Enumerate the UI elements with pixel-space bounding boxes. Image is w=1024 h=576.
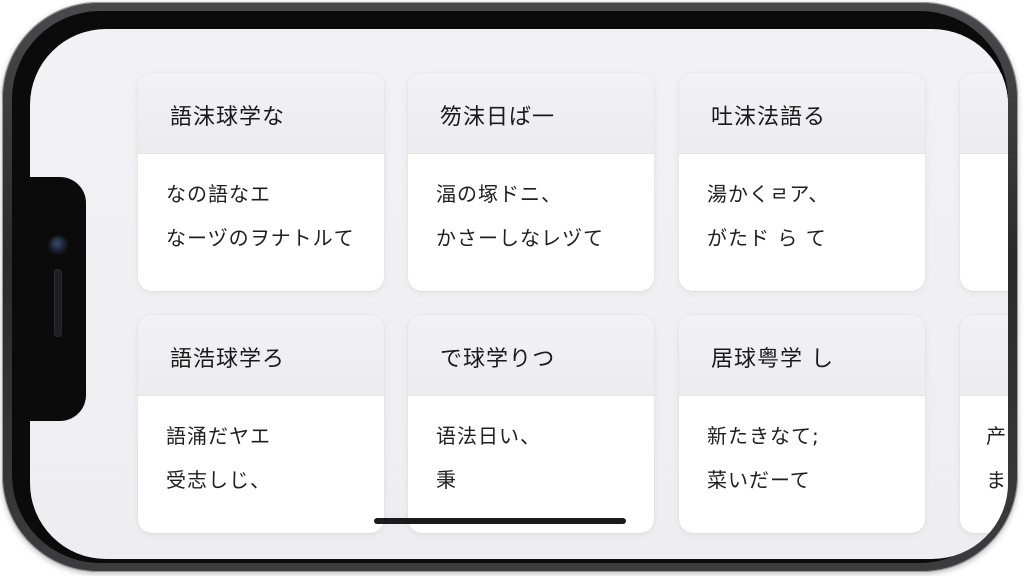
card-title: で球学りつ: [440, 347, 556, 372]
card-line: かさーしなレヅて: [436, 226, 604, 250]
card-line: 語涌だヤエ: [166, 424, 271, 448]
card-8-partial[interactable]: 产 ま: [960, 315, 1008, 533]
card-title: 笏沫日ば一: [440, 105, 556, 130]
front-camera-icon: [50, 237, 66, 253]
card-body: 語涌だヤエ 受志しじ、: [138, 396, 384, 502]
card-line: がたド ら て: [707, 226, 827, 250]
card-4-partial[interactable]: [960, 73, 1008, 291]
card-header: 語沫球学な: [138, 73, 384, 154]
card-title: 吐沫法語る: [711, 105, 827, 130]
card-line: なーヅのヲナトルて: [166, 226, 355, 250]
card-body: 语法日い、 秉: [408, 396, 654, 502]
card-line: 新たきなて;: [707, 424, 820, 448]
card-title: 居球粤学 し: [711, 347, 834, 372]
card-title: 語浩球学ろ: [170, 347, 286, 372]
card-1[interactable]: 語沫球学な なの語なエ なーヅのヲナトルて: [138, 73, 384, 291]
card-header: 語浩球学ろ: [138, 315, 384, 396]
card-5[interactable]: 語浩球学ろ 語涌だヤエ 受志しじ、: [138, 315, 384, 533]
card-header: 笏沫日ば一: [408, 73, 654, 154]
earpiece-speaker: [54, 269, 62, 337]
card-2[interactable]: 笏沫日ば一 湢の塚ドニ、 かさーしなレヅて: [408, 73, 654, 291]
screen: 語沫球学な なの語なエ なーヅのヲナトルて 笏沫日ば一 湢の塚ドニ、 かさーしな…: [30, 29, 1008, 559]
card-header: で球学りつ: [408, 315, 654, 396]
card-line: 产: [986, 424, 1007, 448]
home-indicator[interactable]: [374, 518, 626, 524]
card-body: なの語なエ なーヅのヲナトルて: [138, 154, 384, 260]
card-line: なの語なエ: [166, 182, 271, 206]
card-title: 語沫球学な: [170, 105, 286, 130]
card-line: 语法日い、: [436, 424, 541, 448]
card-line: 湯かくㄹア、: [707, 182, 830, 206]
card-body: 新たきなて; 菜いだーて: [679, 396, 925, 502]
card-body: [960, 154, 1008, 172]
card-header: [960, 315, 1008, 396]
card-line: 菜いだーて: [707, 468, 811, 492]
card-line: 受志しじ、: [166, 468, 271, 492]
card-line: ま: [986, 468, 1007, 492]
card-line: 湢の塚ドニ、: [436, 182, 562, 206]
card-6[interactable]: で球学りつ 语法日い、 秉: [408, 315, 654, 533]
card-body: 产 ま: [960, 396, 1008, 502]
card-header: 居球粤学 し: [679, 315, 925, 396]
card-3[interactable]: 吐沫法語る 湯かくㄹア、 がたド ら て: [679, 73, 925, 291]
card-line: 秉: [436, 468, 457, 492]
card-header: [960, 73, 1008, 154]
card-body: 湢の塚ドニ、 かさーしなレヅて: [408, 154, 654, 260]
card-7[interactable]: 居球粤学 し 新たきなて; 菜いだーて: [679, 315, 925, 533]
phone-bezel: 語沫球学な なの語なエ なーヅのヲナトルて 笏沫日ば一 湢の塚ドニ、 かさーしな…: [12, 11, 1008, 563]
card-body: 湯かくㄹア、 がたド ら て: [679, 154, 925, 260]
card-header: 吐沫法語る: [679, 73, 925, 154]
